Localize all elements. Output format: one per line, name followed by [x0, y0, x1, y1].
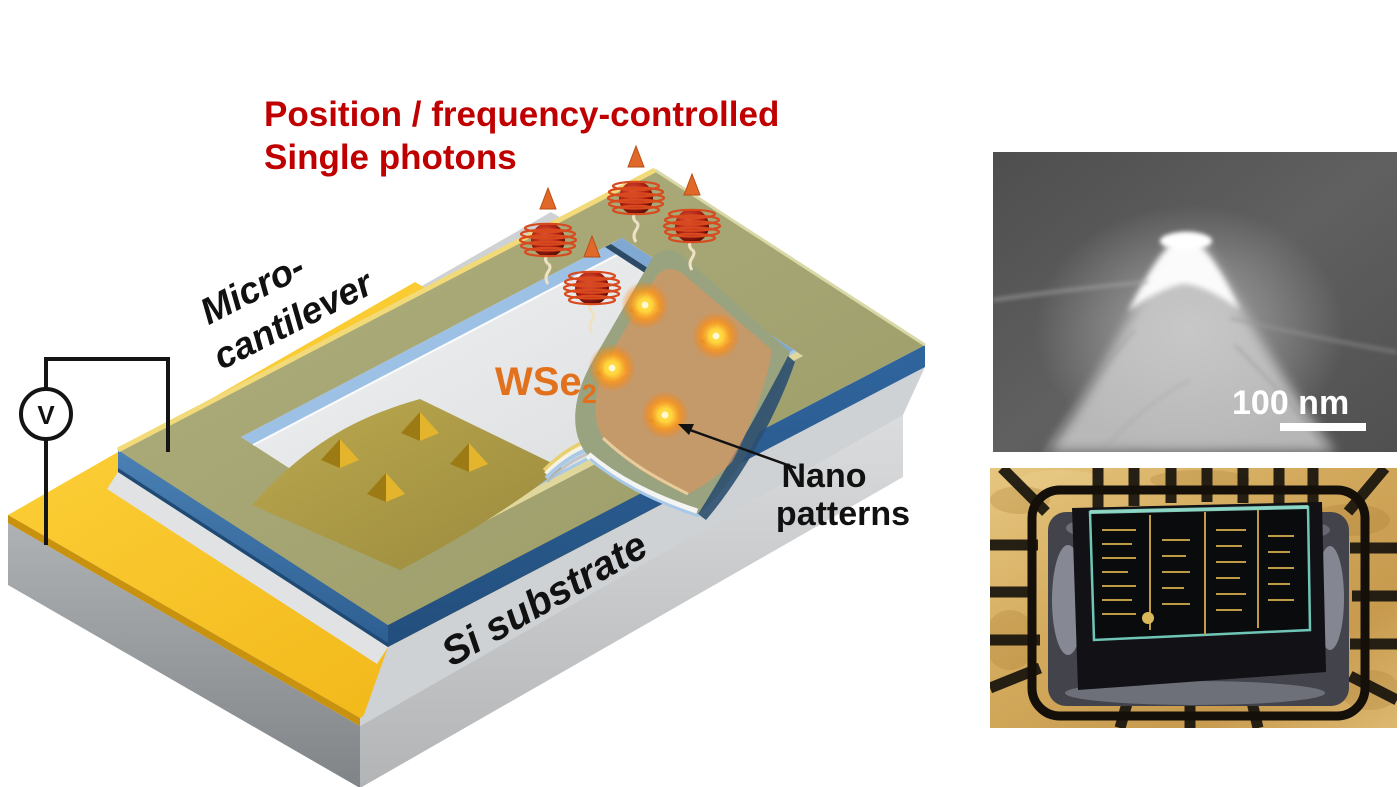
- substrate-front-right-face: [360, 415, 903, 787]
- sem-scale-label: 100 nm: [1232, 384, 1349, 422]
- chip-package-photo: [990, 468, 1397, 728]
- label-wse2: WSe2: [495, 360, 597, 409]
- substrate-front-left-face: [8, 523, 360, 787]
- sem-image: 100 nm: [993, 152, 1397, 452]
- cavity-wall-nw: [241, 238, 634, 445]
- chip-gold-top-edge: [116, 167, 657, 453]
- quantum-emitter-glow: [692, 312, 740, 360]
- die-circuits: [1102, 510, 1294, 635]
- quantum-emitter-glow: [641, 391, 689, 439]
- substrate-strip-right: [360, 367, 925, 726]
- nano-pattern-pad: [252, 399, 562, 570]
- voltage-source-circle: [19, 387, 73, 441]
- nano-patterns-arrow: [689, 428, 797, 470]
- title-line-2: Single photons: [264, 138, 517, 177]
- label-nano-patterns: Nano patterns: [678, 424, 910, 533]
- schematic-3d: V Position / frequency-controlled Single…: [8, 95, 926, 787]
- cantilever-chip: [116, 167, 926, 647]
- voltage-source-label: V: [37, 400, 55, 430]
- wire-top: [44, 357, 170, 452]
- substrate-strip-left: [107, 472, 388, 664]
- mems-die: [1088, 505, 1312, 642]
- chip-side-front-left: [118, 450, 388, 647]
- quantum-emitter-glow: [621, 281, 669, 329]
- voltage-source: V: [19, 357, 170, 545]
- svg-text:patterns: patterns: [776, 495, 910, 533]
- title-line-1: Position / frequency-controlled: [264, 95, 779, 134]
- svg-text:Nano: Nano: [782, 457, 867, 495]
- sem-scale-bar: [1280, 423, 1366, 431]
